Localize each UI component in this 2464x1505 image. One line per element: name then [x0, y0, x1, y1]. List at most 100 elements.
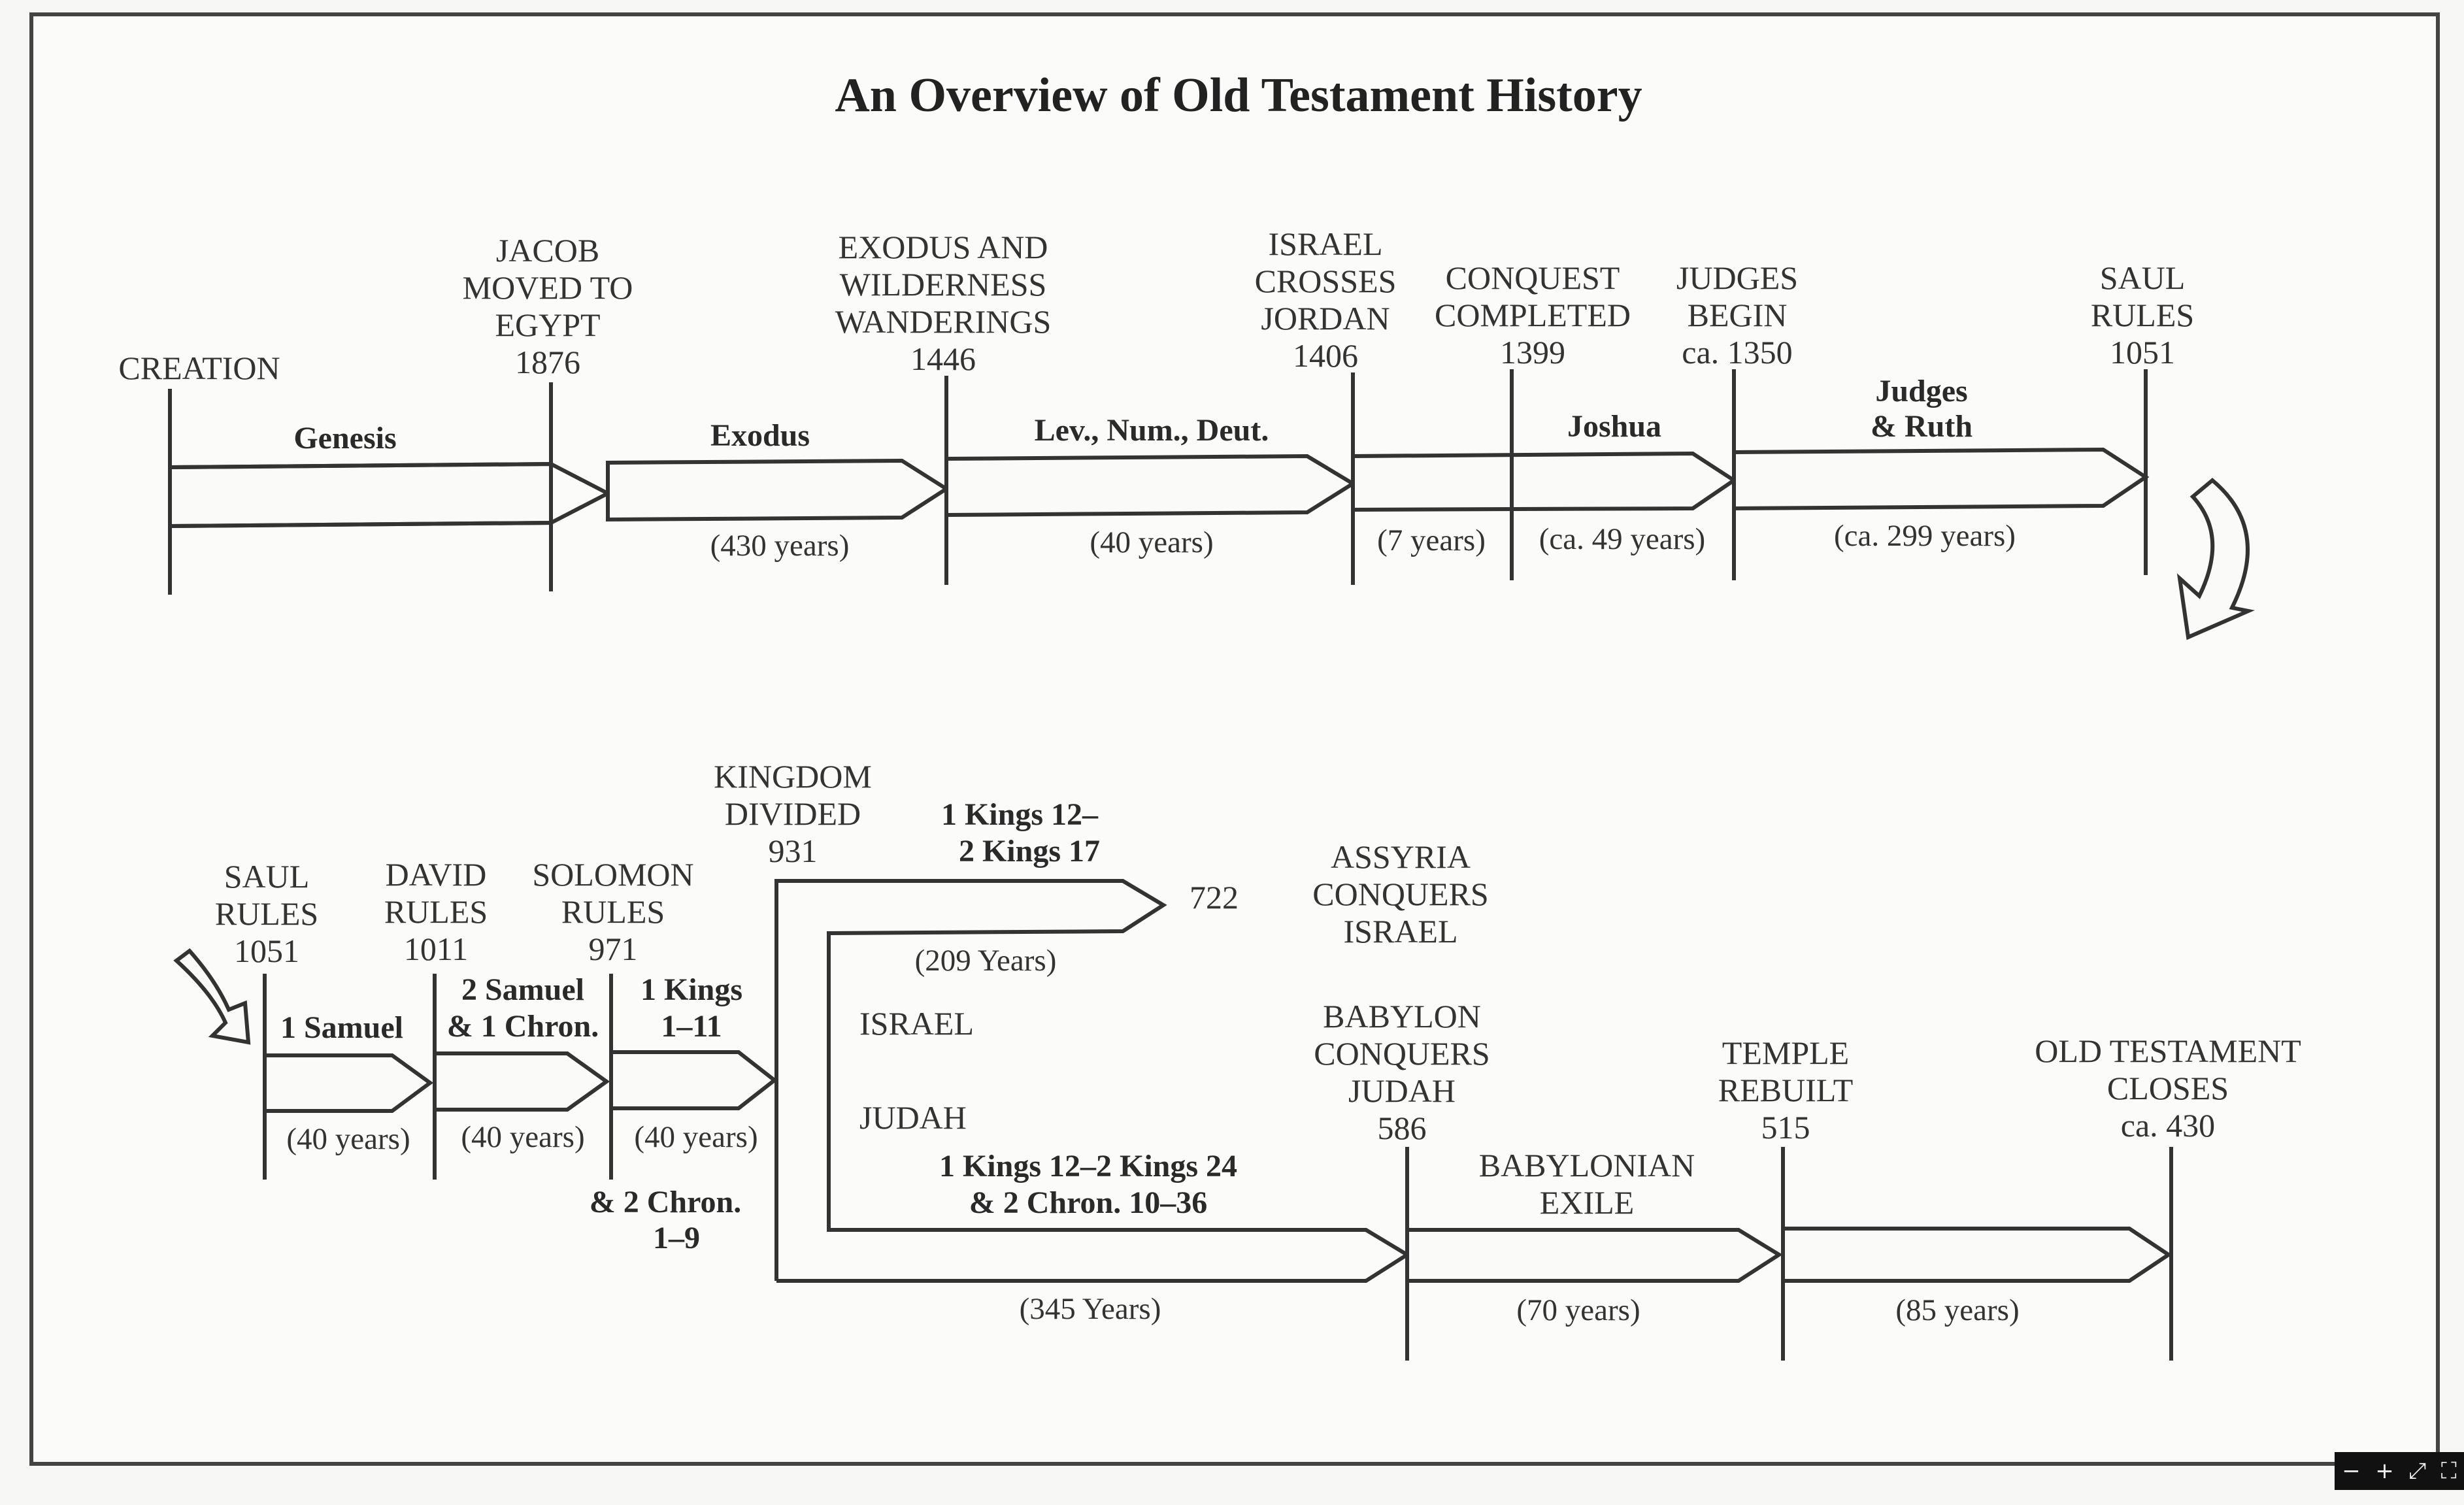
arrow-1-samuel — [263, 1053, 434, 1113]
event-conquest-line2: COMPLETED — [1435, 297, 1631, 333]
arrow-divided-kingdom — [774, 879, 1411, 1283]
event-assyria-year: 722 — [1190, 879, 1239, 916]
event-judges-line2: BEGIN — [1688, 297, 1788, 333]
event-assyria-line1: ASSYRIA — [1331, 838, 1471, 875]
event-assyria: ASSYRIA CONQUERS ISRAEL — [1312, 838, 1488, 950]
event-ot-closes-line1: OLD TESTAMENT — [2035, 1033, 2301, 1069]
event-david-line1: DAVID — [386, 856, 487, 893]
arrow-judges — [1732, 447, 2150, 511]
arrow-1-kings — [609, 1050, 778, 1110]
event-david-line2: RULES — [384, 893, 488, 930]
continue-arrow-bottom-icon — [173, 948, 251, 1045]
event-babylon: BABYLON CONQUERS JUDAH 586 — [1314, 998, 1490, 1146]
event-babylon-line3: JUDAH — [1348, 1072, 1456, 1109]
book-judah-line1: 1 Kings 12–2 Kings 24 — [939, 1149, 1237, 1183]
event-saul-top: SAUL RULES 1051 — [2091, 259, 2194, 371]
event-babylon-line1: BABYLON — [1323, 998, 1481, 1034]
book-israel-line2: 2 Kings 17 — [959, 834, 1100, 868]
event-saul-bottom-line1: SAUL — [224, 858, 310, 895]
book-exile-line1: BABYLONIAN — [1479, 1147, 1695, 1183]
arrow-joshua — [1351, 451, 1738, 512]
arrow-exodus — [606, 458, 950, 522]
event-saul-top-line2: RULES — [2091, 297, 2194, 333]
event-ot-closes-line2: CLOSES — [2107, 1070, 2229, 1106]
event-divided-line2: DIVIDED — [725, 795, 861, 832]
event-conquest-line1: CONQUEST — [1446, 259, 1620, 296]
event-solomon-year: 971 — [589, 931, 638, 967]
duration-judah: (345 Years) — [1020, 1292, 1161, 1326]
event-assyria-line3: ISRAEL — [1344, 913, 1458, 950]
event-temple-year: 515 — [1761, 1109, 1810, 1146]
event-babylon-year: 586 — [1378, 1110, 1427, 1146]
event-saul-top-line1: SAUL — [2100, 259, 2186, 296]
duration-wilderness: (40 years) — [1090, 525, 1213, 559]
event-jacob-line3: EGYPT — [495, 306, 600, 343]
duration-exile: (70 years) — [1516, 1293, 1640, 1327]
duration-saul: (40 years) — [286, 1122, 410, 1156]
event-jordan: ISRAEL CROSSES JORDAN 1406 — [1255, 225, 1397, 374]
duration-solomon: (40 years) — [634, 1120, 758, 1154]
event-jacob-line2: MOVED TO — [463, 269, 633, 306]
book-exodus: Exodus — [710, 418, 810, 453]
diagram-title: An Overview of Old Testament History — [835, 69, 1642, 122]
event-divided-year: 931 — [769, 833, 818, 869]
event-jacob-line1: JACOB — [496, 232, 599, 269]
duration-conquest: (7 years) — [1377, 523, 1486, 557]
event-babylon-line2: CONQUERS — [1314, 1035, 1490, 1072]
book-judges-line1: Judges — [1875, 374, 1967, 408]
book-2-samuel-line1: 2 Samuel — [461, 972, 584, 1007]
viewer-toolbar: − + ⤢ ⛶ — [2335, 1452, 2464, 1490]
event-divided-line1: KINGDOM — [714, 758, 872, 795]
book-genesis: Genesis — [293, 421, 396, 455]
event-judges: JUDGES BEGIN ca. 1350 — [1676, 259, 1798, 371]
event-conquest-year: 1399 — [1500, 334, 1565, 371]
event-jordan-year: 1406 — [1293, 337, 1358, 374]
book-judah-line2: & 2 Chron. 10–36 — [969, 1185, 1207, 1220]
book-lev: Lev., Num., Deut. — [1035, 413, 1269, 448]
event-solomon-line1: SOLOMON — [532, 856, 693, 893]
duration-restoration: (85 years) — [1895, 1293, 2019, 1327]
kingdom-israel: ISRAEL — [859, 1005, 974, 1042]
book-2-samuel-line2: & 1 Chron. — [447, 1009, 599, 1044]
event-exodus-line3: WANDERINGS — [835, 303, 1052, 340]
book-exile-line2: EXILE — [1540, 1184, 1634, 1221]
event-saul-bottom: SAUL RULES 1051 — [215, 858, 318, 969]
event-temple-line2: REBUILT — [1718, 1072, 1854, 1108]
arrow-lev — [944, 454, 1357, 518]
zoom-out-button[interactable]: − — [2342, 1458, 2361, 1484]
event-saul-bottom-year: 1051 — [234, 933, 299, 969]
event-conquest: CONQUEST COMPLETED 1399 — [1435, 259, 1631, 371]
zoom-in-button[interactable]: + — [2375, 1458, 2394, 1484]
book-joshua: Joshua — [1567, 409, 1661, 444]
event-saul-bottom-line2: RULES — [215, 895, 318, 932]
event-judges-year: ca. 1350 — [1682, 334, 1792, 371]
event-assyria-line2: CONQUERS — [1312, 876, 1488, 912]
event-ot-closes: OLD TESTAMENT CLOSES ca. 430 — [2035, 1033, 2301, 1144]
event-ot-closes-year: ca. 430 — [2121, 1107, 2215, 1144]
event-exodus: EXODUS AND WILDERNESS WANDERINGS 1446 — [835, 229, 1052, 377]
book-1-kings-line1: 1 Kings — [641, 972, 742, 1007]
event-judges-line1: JUDGES — [1676, 259, 1798, 296]
event-jordan-line2: CROSSES — [1255, 263, 1397, 299]
book-1-samuel: 1 Samuel — [280, 1010, 403, 1045]
event-exodus-line1: EXODUS AND — [839, 229, 1048, 265]
event-solomon-line2: RULES — [561, 893, 665, 930]
event-creation: CREATION — [118, 350, 280, 386]
duration-david: (40 years) — [461, 1120, 584, 1154]
arrow-exile — [1405, 1228, 1783, 1283]
event-jacob: JACOB MOVED TO EGYPT 1876 — [463, 232, 633, 380]
event-saul-top-year: 1051 — [2110, 334, 2175, 371]
event-divided: KINGDOM DIVIDED 931 — [714, 758, 872, 869]
event-temple-line1: TEMPLE — [1722, 1034, 1849, 1071]
fullscreen-icon[interactable]: ⛶ — [2440, 1458, 2457, 1484]
book-judges-line2: & Ruth — [1871, 409, 1973, 444]
event-jordan-line1: ISRAEL — [1269, 225, 1383, 262]
event-temple: TEMPLE REBUILT 515 — [1718, 1034, 1854, 1146]
arrow-2-samuel — [433, 1051, 610, 1112]
event-david: DAVID RULES 1011 — [384, 856, 488, 967]
diagram-frame — [29, 12, 2440, 1466]
expand-icon[interactable]: ⤢ — [2408, 1458, 2427, 1484]
event-creation-label: CREATION — [118, 350, 280, 386]
event-jacob-year: 1876 — [515, 344, 580, 380]
